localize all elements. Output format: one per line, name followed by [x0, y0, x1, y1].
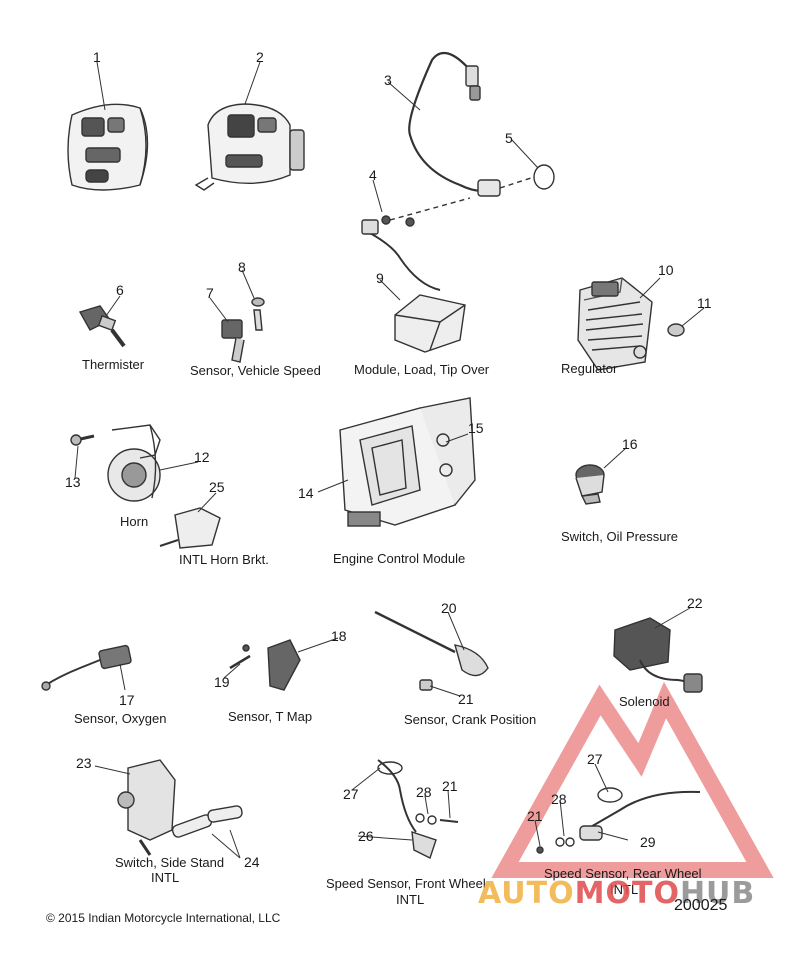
- callout-3: 3: [384, 72, 392, 88]
- watermark-hub: HUB: [679, 876, 756, 911]
- callout-15: 15: [468, 420, 484, 436]
- horn: [70, 424, 161, 502]
- caption-regulator: Regulator: [561, 361, 618, 376]
- callout-22: 22: [687, 595, 703, 611]
- oxygen-sensor: [41, 644, 132, 691]
- caption-front-wheel-intl: INTL: [396, 892, 425, 907]
- horn-bracket: [159, 507, 221, 549]
- copyright: © 2015 Indian Motorcycle International, …: [46, 911, 281, 925]
- callout-23: 23: [76, 755, 92, 771]
- callout-29: 29: [640, 834, 656, 850]
- callout-6: 6: [116, 282, 124, 298]
- harness: [381, 51, 555, 227]
- callout-26: 26: [358, 828, 374, 844]
- watermark-text: AUTOMOTOHUB: [478, 876, 755, 911]
- callout-27a: 27: [343, 786, 359, 802]
- callout-7: 7: [206, 285, 214, 301]
- caption-horn-brkt: INTL Horn Brkt.: [179, 552, 269, 567]
- callout-14: 14: [298, 485, 314, 501]
- callout-18: 18: [331, 628, 347, 644]
- callout-20: 20: [441, 600, 457, 616]
- leader-lines: [74, 61, 705, 859]
- regulator: [577, 277, 685, 371]
- callout-4: 4: [369, 167, 377, 183]
- callout-19: 19: [214, 674, 230, 690]
- callout-21a: 21: [458, 691, 474, 707]
- callout-27b: 27: [587, 751, 603, 767]
- callout-8: 8: [238, 259, 246, 275]
- vehicle-speed-sensor: [221, 297, 265, 363]
- callout-12: 12: [194, 449, 210, 465]
- tip-over-module: [361, 219, 466, 353]
- caption-vehicle-speed: Sensor, Vehicle Speed: [190, 363, 321, 378]
- callout-9: 9: [376, 270, 384, 286]
- watermark-auto: AUTO: [478, 876, 575, 911]
- caption-tip-over: Module, Load, Tip Over: [354, 362, 490, 377]
- caption-ecm: Engine Control Module: [333, 551, 466, 566]
- caption-crank: Sensor, Crank Position: [404, 712, 537, 727]
- callout-5: 5: [505, 130, 513, 146]
- caption-solenoid: Solenoid: [619, 694, 670, 709]
- callout-10: 10: [658, 262, 674, 278]
- caption-oxygen: Sensor, Oxygen: [74, 711, 167, 726]
- watermark-logo: [491, 681, 774, 878]
- callout-21b: 21: [442, 778, 458, 794]
- callout-2: 2: [256, 49, 264, 65]
- caption-horn: Horn: [120, 514, 149, 529]
- caption-rear-wheel-intl: INTL: [610, 882, 639, 897]
- caption-rear-wheel: Speed Sensor, Rear Wheel: [544, 866, 702, 881]
- caption-side-stand: Switch, Side Stand: [115, 855, 225, 870]
- callout-11: 11: [697, 295, 712, 311]
- callout-16: 16: [622, 436, 638, 452]
- t-map-sensor: [229, 639, 301, 691]
- callout-1: 1: [93, 49, 101, 65]
- caption-t-map: Sensor, T Map: [228, 709, 313, 724]
- side-stand-switch: [117, 759, 243, 856]
- callout-24: 24: [244, 854, 260, 870]
- solenoid: [613, 617, 703, 693]
- caption-side-stand-intl: INTL: [151, 870, 180, 885]
- caption-oil-pressure: Switch, Oil Pressure: [561, 529, 679, 544]
- right-switch-housing: [194, 103, 305, 191]
- callout-17: 17: [119, 692, 135, 708]
- callout-13: 13: [65, 474, 81, 490]
- callout-28a: 28: [416, 784, 432, 800]
- callout-21c: 21: [527, 808, 543, 824]
- callout-25: 25: [209, 479, 225, 495]
- left-switch-housing: [67, 103, 149, 191]
- callout-28b: 28: [551, 791, 567, 807]
- caption-thermister: Thermister: [82, 357, 145, 372]
- oil-pressure-switch: [575, 464, 605, 505]
- front-speed-sensor: [377, 759, 459, 859]
- watermark-moto: MOTO: [574, 876, 680, 911]
- crank-sensor: [374, 610, 489, 691]
- thermister: [78, 305, 126, 348]
- ecm: [339, 397, 476, 527]
- diagram-id: 200025: [674, 897, 728, 914]
- caption-front-wheel: Speed Sensor, Front Wheel: [326, 876, 486, 891]
- rear-speed-sensor: [536, 787, 701, 854]
